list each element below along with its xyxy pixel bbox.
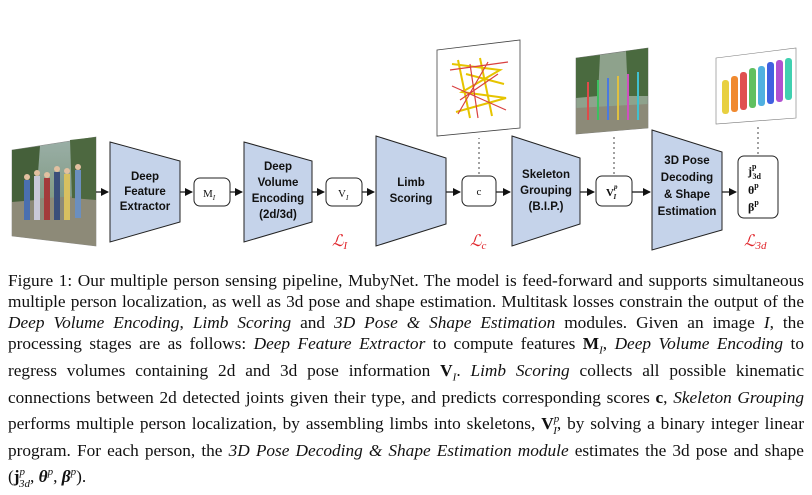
block-label: Limb <box>397 177 424 189</box>
block-3d-pose-decoding: 3D Pose Decoding & Shape Estimation <box>651 129 723 251</box>
output-theta: θp <box>748 181 759 197</box>
block-label: Skeleton <box>522 169 570 181</box>
block-label: Volume <box>258 177 299 189</box>
node-label: c <box>477 186 482 198</box>
node-label: MI <box>203 188 216 202</box>
limb-scores-image <box>436 39 521 137</box>
block-limb-scoring: Limb Scoring <box>375 135 447 247</box>
block-label: Decoding <box>661 172 713 184</box>
node-features: MI <box>193 177 231 207</box>
block-deep-volume-encoding: Deep Volume Encoding (2d/3d) <box>243 141 313 243</box>
block-label: Encoding <box>252 193 304 205</box>
node-scores: c <box>461 175 497 207</box>
shapes-image <box>715 47 797 125</box>
block-label: Extractor <box>120 201 171 213</box>
block-label: Deep <box>264 161 292 173</box>
output-beta: βp <box>748 198 759 214</box>
block-label: Scoring <box>390 193 433 205</box>
figure-caption: Figure 1: Our multiple person sensing pi… <box>8 271 804 490</box>
loss-3d: ℒ3d <box>744 233 767 252</box>
node-label: VI <box>338 188 349 202</box>
input-image <box>11 136 97 247</box>
pipeline-diagram: Deep Feature Extractor MI Deep Volume En… <box>11 39 797 252</box>
block-skeleton-grouping: Skeleton Grouping (B.I.P.) <box>511 135 581 247</box>
block-label: Feature <box>124 186 166 198</box>
block-label: (B.I.P.) <box>529 201 564 213</box>
node-volumes: VI <box>325 177 363 207</box>
block-deep-feature-extractor: Deep Feature Extractor <box>109 141 181 243</box>
loss-limb: ℒc <box>470 233 487 252</box>
block-label: Grouping <box>520 185 572 197</box>
block-label: 3D Pose <box>664 155 709 167</box>
block-label: & Shape <box>664 189 710 201</box>
pipeline-figure: Deep Feature Extractor MI Deep Volume En… <box>11 39 797 252</box>
block-label: (2d/3d) <box>259 209 297 221</box>
skeletons-image <box>575 47 649 135</box>
block-label: Deep <box>131 171 159 183</box>
loss-volume: ℒI <box>332 233 349 252</box>
block-label: Estimation <box>658 206 717 218</box>
